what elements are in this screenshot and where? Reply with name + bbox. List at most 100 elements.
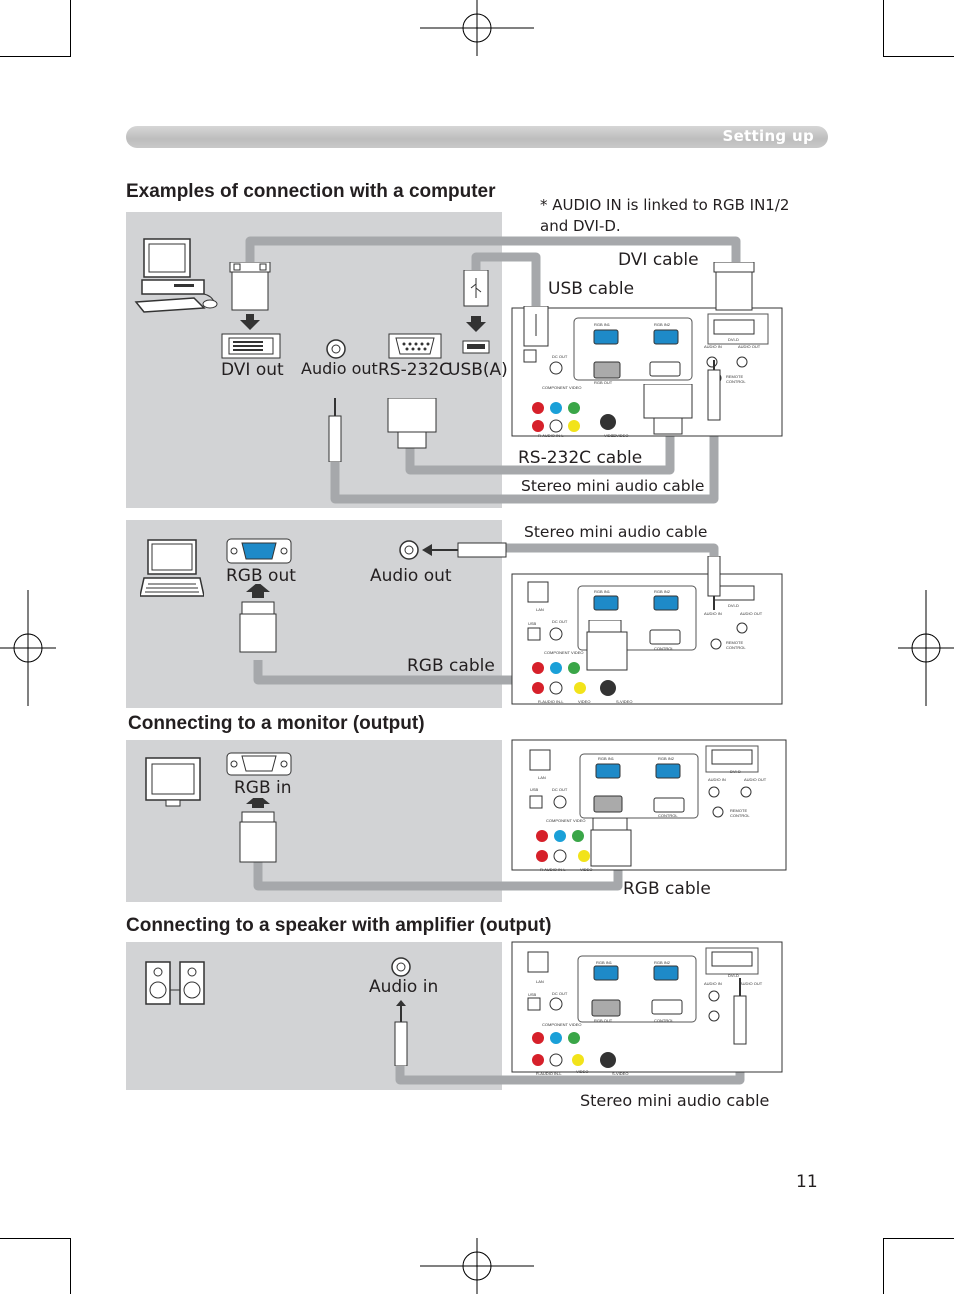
svg-text:DVI-D: DVI-D — [728, 603, 739, 608]
svg-text:USB: USB — [530, 787, 539, 792]
svg-text:S-VIDEO: S-VIDEO — [616, 699, 632, 704]
section-label: Setting up — [722, 127, 814, 145]
speaker-icon — [145, 961, 205, 1005]
usb-cable-label: USB cable — [548, 279, 635, 299]
svg-text:REMOTE: REMOTE — [726, 374, 743, 379]
svg-text:VIDEO: VIDEO — [578, 699, 590, 704]
stereo-plug-projector-icon-4 — [733, 978, 747, 1045]
rs232c-label: RS-232C — [378, 360, 452, 380]
svg-text:R-AUDIO IN-L: R-AUDIO IN-L — [540, 867, 566, 872]
svg-text:COMPONENT VIDEO: COMPONENT VIDEO — [542, 385, 582, 390]
svg-text:RGB IN2: RGB IN2 — [654, 322, 671, 327]
svg-text:DC OUT: DC OUT — [552, 787, 568, 792]
svg-text:VIDEO: VIDEO — [604, 433, 616, 438]
svg-text:REMOTE: REMOTE — [726, 640, 743, 645]
dvi-plug-icon — [229, 262, 271, 330]
audio-out-label-2: Audio out — [370, 566, 452, 586]
svg-text:RGB IN2: RGB IN2 — [654, 589, 671, 594]
svg-text:CONTROL: CONTROL — [654, 646, 674, 651]
svg-text:RGB IN1: RGB IN1 — [594, 589, 611, 594]
audio-out-label: Audio out — [301, 359, 378, 378]
note-line-1: * AUDIO IN is linked to RGB IN1/2 — [540, 196, 790, 214]
svg-text:AUDIO OUT: AUDIO OUT — [740, 611, 763, 616]
registration-mark-left — [0, 590, 56, 706]
crop-mark — [883, 0, 884, 57]
crop-mark — [0, 56, 71, 57]
svg-text:COMPONENT VIDEO: COMPONENT VIDEO — [544, 650, 584, 655]
computer-cables — [245, 236, 741, 504]
rgb-plug-projector-icon-3 — [590, 818, 632, 867]
audio-in-jack-icon — [391, 957, 411, 977]
rgb-out-port-icon — [226, 538, 292, 564]
svg-text:CONTROL: CONTROL — [726, 645, 746, 650]
monitor-icon — [145, 757, 201, 807]
svg-text:CONTROL: CONTROL — [730, 813, 750, 818]
svg-text:VIDEO: VIDEO — [576, 1069, 588, 1074]
svg-text:RGB OUT: RGB OUT — [594, 1018, 613, 1023]
rs232c-plug-projector-icon — [643, 384, 693, 435]
audio-in-note: * AUDIO IN is linked to RGB IN1/2 and DV… — [540, 195, 789, 237]
svg-text:R-AUDIO IN-L: R-AUDIO IN-L — [538, 699, 564, 704]
computer-section-title: Examples of connection with a computer — [126, 181, 496, 202]
speaker-section-title: Connecting to a speaker with amplifier (… — [126, 915, 552, 936]
panel-label: RGB IN1 — [594, 322, 611, 327]
rs232c-port-icon — [388, 333, 442, 359]
stereo-cable-label-2: Stereo mini audio cable — [524, 523, 708, 541]
svg-text:LAN: LAN — [536, 979, 544, 984]
svg-text:USB: USB — [528, 621, 537, 626]
svg-text:VIDEO: VIDEO — [580, 867, 592, 872]
registration-mark-top — [420, 0, 534, 56]
svg-text:RGB IN1: RGB IN1 — [596, 960, 613, 965]
page-number: 11 — [796, 1172, 818, 1192]
svg-text:REMOTE: REMOTE — [730, 808, 747, 813]
stereo-plug-icon — [328, 398, 342, 462]
svg-text:S-VIDEO: S-VIDEO — [612, 1071, 628, 1076]
rgb-in-port-icon — [226, 752, 292, 776]
section-header-bar: Setting up — [126, 126, 828, 148]
crop-mark — [70, 0, 71, 57]
stereo-plug-projector-icon — [707, 360, 721, 421]
audio-out-jack-icon — [326, 339, 346, 359]
crop-mark — [883, 56, 954, 57]
stereo-cable-label-1: Stereo mini audio cable — [521, 477, 705, 495]
stereo-plug-projector-icon-2 — [707, 556, 721, 610]
audio-in-label: Audio in — [369, 977, 439, 997]
svg-text:LAN: LAN — [538, 775, 546, 780]
monitor-section-title: Connecting to a monitor (output) — [128, 713, 425, 734]
svg-text:R-AUDIO IN-L: R-AUDIO IN-L — [538, 433, 564, 438]
projector-rear-panel-2: RGB IN1 RGB IN2 LAN USB DC OUT CONTROL D… — [511, 573, 783, 705]
svg-text:AUDIO OUT: AUDIO OUT — [740, 981, 763, 986]
svg-text:USB: USB — [528, 992, 537, 997]
rgb-plug-projector-icon — [586, 620, 628, 671]
svg-text:AUDIO OUT: AUDIO OUT — [744, 777, 767, 782]
rs232c-plug-icon — [387, 398, 437, 449]
registration-mark-right — [898, 590, 954, 706]
usb-a-port-icon — [462, 340, 490, 354]
crop-mark — [883, 1238, 884, 1294]
dvi-out-port-icon — [221, 333, 281, 359]
svg-text:RGB IN1: RGB IN1 — [598, 756, 615, 761]
svg-text:DC OUT: DC OUT — [552, 354, 568, 359]
svg-text:DC OUT: DC OUT — [552, 991, 568, 996]
svg-text:AUDIO IN: AUDIO IN — [704, 981, 722, 986]
projector-rear-panel-4: RGB IN1 RGB IN2 LAN USB DC OUT RGB OUT C… — [511, 941, 783, 1076]
rgb-cable-label-3: RGB cable — [623, 879, 711, 899]
svg-text:DVI-D: DVI-D — [728, 337, 739, 342]
projector-rear-panel-3: RGB IN1 RGB IN2 LAN USB DC OUT CONTROL D… — [511, 739, 787, 872]
svg-text:RGB OUT: RGB OUT — [594, 380, 613, 385]
svg-text:AUDIO IN: AUDIO IN — [704, 611, 722, 616]
svg-text:CONTROL: CONTROL — [726, 379, 746, 384]
svg-text:RGB IN2: RGB IN2 — [654, 960, 671, 965]
svg-text:R-AUDIO IN-L: R-AUDIO IN-L — [536, 1071, 562, 1076]
registration-mark-bottom — [420, 1238, 534, 1294]
svg-text:DC OUT: DC OUT — [552, 619, 568, 624]
svg-text:CONTROL: CONTROL — [654, 1018, 674, 1023]
crop-mark — [0, 1238, 71, 1239]
audio-out-jack-icon — [399, 540, 419, 560]
rgb-plug-icon — [239, 584, 277, 653]
svg-text:RGB IN2: RGB IN2 — [658, 756, 675, 761]
svg-text:AUDIO OUT: AUDIO OUT — [738, 344, 761, 349]
note-line-2: and DVI-D. — [540, 217, 621, 235]
crop-mark — [70, 1238, 71, 1294]
svg-text:AUDIO IN: AUDIO IN — [704, 344, 722, 349]
